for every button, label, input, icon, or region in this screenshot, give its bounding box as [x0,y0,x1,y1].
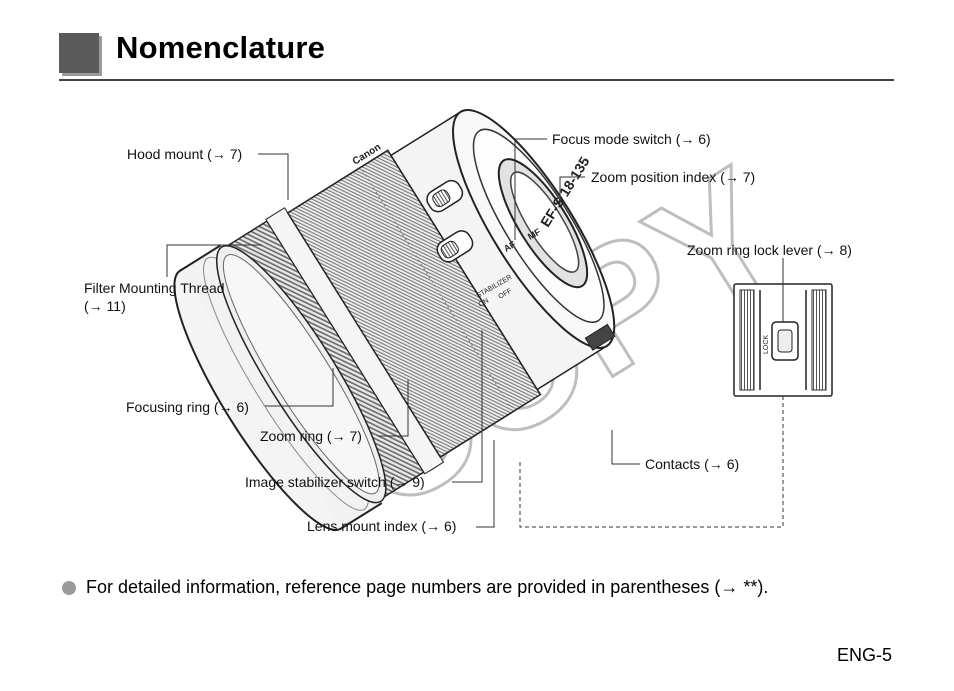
label-filter-thread: Filter Mounting Thread (→ 11) [84,279,225,315]
label-focus-mode-switch: Focus mode switch (→ 6) [552,131,711,147]
info-note: For detailed information, reference page… [62,577,768,598]
page-title: Nomenclature [116,30,326,65]
header-square-icon [59,33,99,73]
label-zoom-ring-lock: Zoom ring lock lever (→ 8) [687,242,852,258]
on-marking: ON [478,297,491,308]
lock-marking: LOCK [763,335,770,354]
label-zoom-position-index: Zoom position index (→ 7) [591,169,756,185]
page-number: ENG-5 [836,645,892,665]
label-image-stabilizer: Image stabilizer switch (→ 9) [245,474,425,490]
label-zoom-ring: Zoom ring (→ 7) [260,428,362,444]
lens-body [173,109,616,531]
bullet-icon [62,580,76,595]
label-contacts: Contacts (→ 6) [645,456,740,472]
label-filter-thread-line2: (→ 11) [84,298,126,314]
label-filter-thread-line1: Filter Mounting Thread [84,280,225,296]
label-hood-mount: Hood mount (→ 7) [127,146,243,162]
leader-lines [166,138,784,528]
info-note-text: For detailed information, reference page… [86,577,769,597]
title-divider [59,79,894,81]
label-focusing-ring: Focusing ring (→ 6) [126,399,249,415]
label-lens-mount-index: Lens mount index (→ 6) [307,518,457,534]
